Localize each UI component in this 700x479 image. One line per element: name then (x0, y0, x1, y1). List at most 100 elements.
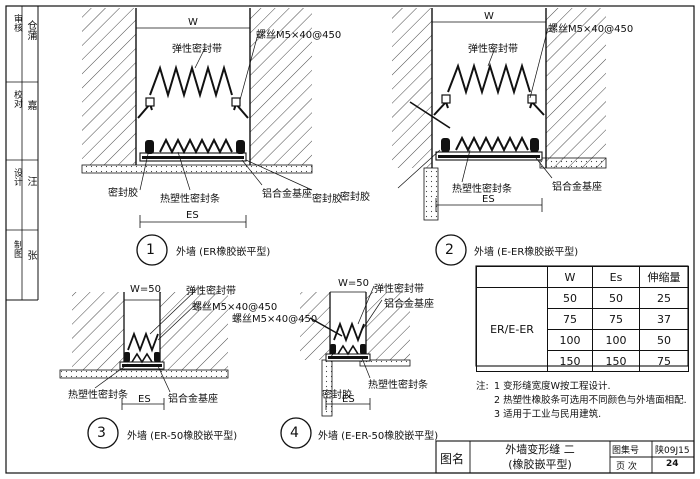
detail-4-base-label: 铝合金基座 (384, 299, 434, 310)
left-strip-name-4: 张 (25, 250, 36, 260)
atlas-value: 陕09J15 (655, 446, 690, 456)
detail-2-filler-label: 热塑性密封条 (452, 184, 512, 195)
detail-1-finish (81, 164, 313, 174)
detail-1-seal-band-label: 弹性密封带 (172, 44, 222, 55)
detail-4-width-label: W=50 (338, 278, 369, 289)
detail-4-seal-band-label: 弹性密封带 (374, 284, 424, 295)
title-block-label: 图名 (440, 452, 465, 466)
spec-header-w: W (547, 266, 593, 288)
spec-header-es: Es (592, 266, 640, 288)
note-item: 1 变形缝宽度W按工程设计. (494, 381, 611, 392)
atlas-label: 图集号 (612, 446, 640, 456)
detail-3-drawing (59, 289, 229, 449)
detail-1-filler-left (145, 140, 154, 154)
note-item: 3 适用于工业与民用建筑. (494, 409, 602, 420)
spec-cell: 50 (547, 287, 593, 309)
detail-1-sealant-label: 密封胶 (108, 188, 138, 199)
left-strip-cell-1: 审核 (12, 14, 22, 32)
detail-4-drawing (280, 285, 411, 449)
detail-1-seal-band (149, 64, 233, 99)
sheet-border (5, 5, 695, 474)
detail-3-filler-label: 热塑性密封条 (68, 390, 128, 401)
detail-3-seal-band-label: 弹性密封带 (186, 286, 236, 297)
left-strip-name-2: 嘉 (25, 100, 36, 110)
detail-4-caption: 外墙 (E-ER-50橡胶嵌平型) (318, 431, 439, 442)
detail-4-number: 4 (290, 425, 299, 441)
detail-1-base-label: 铝合金基座 (262, 189, 312, 200)
detail-2-seal-band (447, 62, 531, 96)
detail-1-width-label: W (188, 17, 198, 28)
detail-3-number: 3 (97, 425, 106, 441)
detail-3-screw-label: 螺丝M5×40@450 (192, 302, 278, 313)
detail-2-wall-left (392, 8, 432, 168)
detail-4-sealant-label: 密封胶 (322, 390, 352, 401)
page-value: 24 (666, 459, 679, 469)
note-item: 2 热塑性橡胶条可选用不同颜色与外墙面相配. (494, 395, 687, 406)
detail-3-width-label: W=50 (130, 284, 161, 295)
detail-3-base-label: 铝合金基座 (168, 394, 218, 405)
detail-4-seal-band (333, 321, 365, 343)
detail-1-number: 1 (146, 242, 155, 258)
detail-2-drawing (392, 8, 607, 266)
left-strip-cell-3: 设计 (12, 168, 22, 186)
detail-3-seal-band (127, 331, 159, 353)
page-label: 页 次 (616, 462, 637, 472)
left-strip-name-3: 汪 (25, 176, 36, 186)
spec-cell: 100 (592, 329, 640, 351)
detail-2-wall-right (546, 8, 606, 168)
spec-cell: 75 (639, 350, 689, 372)
detail-2-es-label: ES (482, 194, 495, 205)
spec-cell: 100 (547, 329, 593, 351)
detail-2-number-circle (435, 234, 467, 266)
spec-cell: 50 (639, 329, 689, 351)
detail-1-screw-label: 螺丝M5×40@450 (256, 30, 342, 41)
detail-2-bellows (455, 135, 529, 153)
detail-4-es-label: ES (342, 394, 355, 405)
detail-3-caption: 外墙 (ER-50橡胶嵌平型) (127, 431, 238, 442)
spec-cell: 150 (592, 350, 640, 372)
detail-1-caption: 外墙 (ER橡胶嵌平型) (176, 247, 271, 258)
detail-1-filler-right (236, 140, 245, 154)
detail-2-sealant-label: 密封胶 (340, 192, 370, 203)
detail-2-finish-left (423, 167, 439, 221)
title-block-title: 外墙变形缝 二 (橡胶嵌平型) (470, 442, 610, 472)
left-strip-cell-4: 制图 (12, 240, 22, 258)
detail-2-width-label: W (484, 11, 494, 22)
detail-2-caption: 外墙 (E-ER橡胶嵌平型) (474, 247, 579, 258)
detail-1-number-circle (136, 234, 168, 266)
spec-header-stretch: 伸缩量 (639, 266, 689, 288)
notes-block: 注: 1 变形缝宽度W按工程设计. 2 热塑性橡胶条可选用不同颜色与外墙面相配.… (476, 380, 687, 422)
detail-1-wall-right (250, 8, 312, 165)
spec-cell: 50 (592, 287, 640, 309)
spec-cell: 25 (639, 287, 689, 309)
detail-2-seal-band-label: 弹性密封带 (468, 44, 518, 55)
detail-1-filler-label: 热塑性密封条 (160, 194, 220, 205)
left-strip (6, 6, 39, 301)
detail-2-screw-label: 螺丝M5×40@450 (548, 24, 634, 35)
detail-1-wall-left (82, 8, 136, 165)
detail-3-es-label: ES (138, 394, 151, 405)
title-line-2: (橡胶嵌平型) (508, 458, 572, 471)
spec-table-corner (476, 266, 548, 288)
notes-title: 注: (476, 381, 489, 392)
spec-cell: 37 (639, 308, 689, 330)
spec-table: W Es 伸缩量 ER/E-ER 50 50 25 75 75 37 100 1… (476, 266, 689, 372)
spec-cell: 75 (592, 308, 640, 330)
detail-2-number: 2 (445, 242, 454, 258)
detail-4-number-circle (280, 417, 312, 449)
title-line-1: 外墙变形缝 二 (505, 443, 575, 456)
left-strip-cell-2: 校对 (12, 90, 22, 108)
detail-4-screw-label: 螺丝M5×40@450 (232, 314, 318, 325)
detail-1-sealant-label-2: 密封胶 (312, 194, 342, 205)
spec-row-label: ER/E-ER (476, 287, 548, 372)
detail-2-base-label: 铝合金基座 (552, 182, 602, 193)
detail-1-drawing (81, 8, 313, 266)
detail-3-number-circle (87, 417, 119, 449)
spec-cell: 150 (547, 350, 593, 372)
detail-4-filler-label: 热塑性密封条 (368, 380, 428, 391)
spec-cell: 75 (547, 308, 593, 330)
detail-1-bellows (159, 137, 233, 155)
left-strip-name-1: 仓蒲 (25, 20, 36, 40)
